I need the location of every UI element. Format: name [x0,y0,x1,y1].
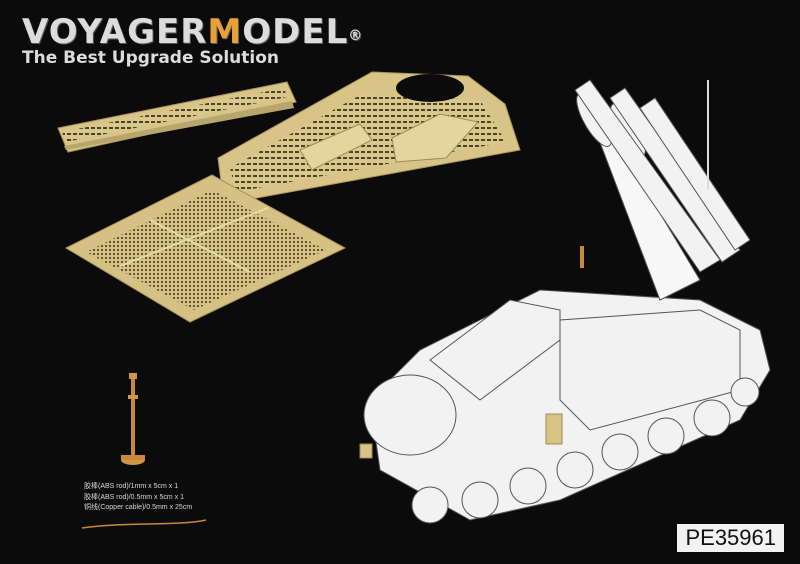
parts-list-item: 胶棒(ABS rod)/1mm x 5cm x 1 [84,483,179,490]
pe-fret-2 [217,71,521,205]
product-code-label: PE35961 [677,524,784,552]
brand-name: VOYAGERMODEL® [22,12,364,52]
pe-fret-3 [64,174,347,323]
brand-tagline: The Best Upgrade Solution [22,48,280,68]
brass-barrel [121,373,145,465]
parts-list-item: 铜线(Copper cable)/0.5mm x 25cm [84,504,193,511]
parts-list: 胶棒(ABS rod)/1mm x 5cm x 1 胶棒(ABS rod)/0.… [84,482,192,514]
pe-fret-1 [57,81,297,153]
brand-logo: VOYAGERMODEL® The Best Upgrade Solution [22,12,363,68]
copper-cable [81,519,207,529]
vehicle-illustration [359,79,771,524]
parts-list-item: 胶棒(ABS rod)/0.5mm x 5cm x 1 [84,493,184,501]
